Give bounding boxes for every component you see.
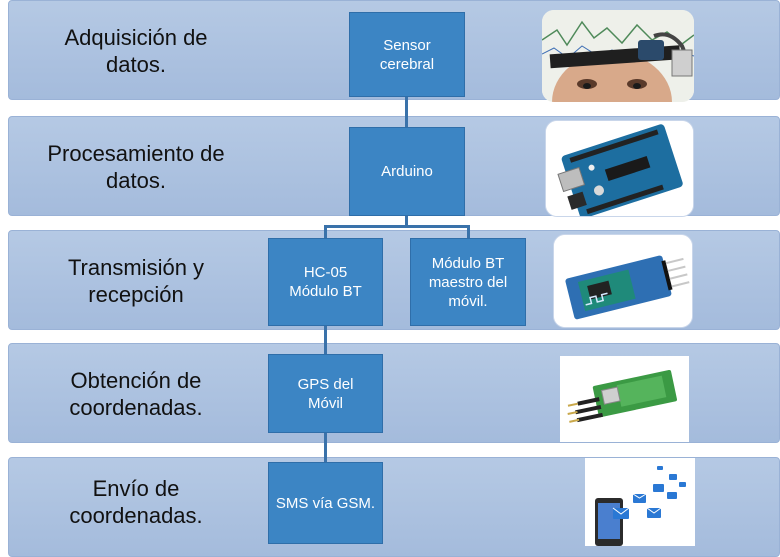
node-gps: GPS del Móvil <box>268 354 383 433</box>
connector-split-left <box>324 225 327 239</box>
node-sensor-cerebral: Sensor cerebral <box>349 12 465 97</box>
connector-arduino-down <box>405 215 408 227</box>
gps-module-photo <box>560 356 689 442</box>
node-sms: SMS vía GSM. <box>268 462 383 544</box>
phone-messages-icon <box>585 458 695 546</box>
connector-gps-sms <box>324 432 327 464</box>
arduino-board-photo <box>545 120 694 217</box>
connector-split-right <box>467 225 470 239</box>
stage-label-transmission: Transmisión y recepción <box>67 255 205 307</box>
connector-split-horizontal <box>324 225 470 228</box>
bluetooth-module-photo <box>553 234 693 328</box>
stage-label-acquisition: Adquisición de datos. <box>64 25 208 77</box>
connector-sensor-arduino <box>405 96 408 128</box>
node-hc05: HC-05 Módulo BT <box>268 238 383 326</box>
eeg-headset-photo <box>542 10 694 102</box>
stage-label-sending: Envío de coordenadas. <box>69 476 203 528</box>
stage-label-coordinates: Obtención de coordenadas. <box>69 368 203 420</box>
stage-label-processing: Procesamiento de datos. <box>47 141 225 193</box>
node-arduino: Arduino <box>349 127 465 216</box>
node-bt-master: Módulo BT maestro del móvil. <box>410 238 526 326</box>
connector-hc05-gps <box>324 325 327 355</box>
